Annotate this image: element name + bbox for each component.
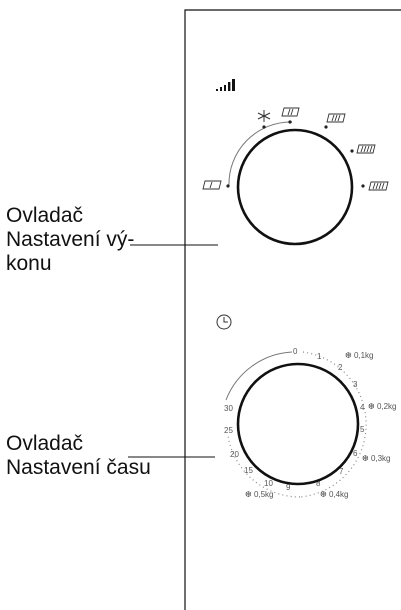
weight-label-0-2: ❆ 0,2kg — [368, 402, 397, 411]
time-scale-labels: 0 1 2 3 4 5 6 7 8 9 10 15 20 25 30 — [224, 347, 365, 492]
time-callout-line-2: Nastavení času — [6, 456, 151, 479]
time-label-0: 0 — [293, 347, 298, 356]
time-label-8: 8 — [316, 479, 321, 488]
power-knob-callout: Ovladač Nastavení vý- konu — [6, 204, 134, 276]
clock-icon — [216, 314, 232, 330]
power-level-dots — [226, 120, 365, 188]
time-label-30: 30 — [224, 404, 233, 413]
level-1-icon — [202, 180, 222, 190]
power-callout-line-1: Ovladač — [6, 204, 84, 227]
time-label-9: 9 — [286, 483, 291, 492]
defrost-weight-labels: ❆ 0,1kg ❆ 0,2kg ❆ 0,3kg ❆ 0,4kg ❆ 0,5kg — [245, 351, 397, 499]
time-label-15: 15 — [244, 466, 253, 475]
level-4-icon — [356, 144, 376, 154]
signal-strength-icon — [216, 79, 235, 91]
time-label-20: 20 — [230, 450, 239, 459]
snowflake-icon — [257, 110, 271, 122]
time-label-5: 5 — [360, 425, 365, 434]
level-3-icon — [326, 113, 346, 123]
power-scale-arc — [228, 121, 293, 187]
weight-label-0-1: ❆ 0,1kg — [345, 351, 374, 360]
time-knob-callout: Ovladač Nastavení času — [6, 432, 151, 480]
time-knob[interactable] — [236, 362, 360, 486]
time-label-25: 25 — [224, 426, 233, 435]
time-callout-line-1: Ovladač — [6, 432, 84, 455]
time-scale-dots — [299, 351, 367, 498]
time-label-6: 6 — [353, 449, 358, 458]
time-label-2: 2 — [338, 363, 343, 372]
panel-outline — [184, 9, 401, 610]
weight-label-0-3: ❆ 0,3kg — [362, 454, 391, 463]
time-label-7: 7 — [339, 467, 344, 476]
weight-label-0-4: ❆ 0,4kg — [320, 490, 349, 499]
time-label-10: 10 — [264, 479, 273, 488]
time-label-4: 4 — [360, 403, 365, 412]
power-callout-line-3: konu — [6, 252, 52, 275]
power-knob[interactable] — [236, 128, 354, 246]
level-5-icon — [368, 181, 389, 191]
time-scale-arc — [225, 351, 293, 401]
power-callout-line-2: Nastavení vý- — [6, 228, 135, 251]
weight-label-0-5: ❆ 0,5kg — [245, 490, 274, 499]
time-label-3: 3 — [353, 380, 358, 389]
time-scale-dots-lower — [227, 435, 301, 498]
time-label-1: 1 — [317, 352, 322, 361]
level-2-icon — [281, 107, 300, 117]
